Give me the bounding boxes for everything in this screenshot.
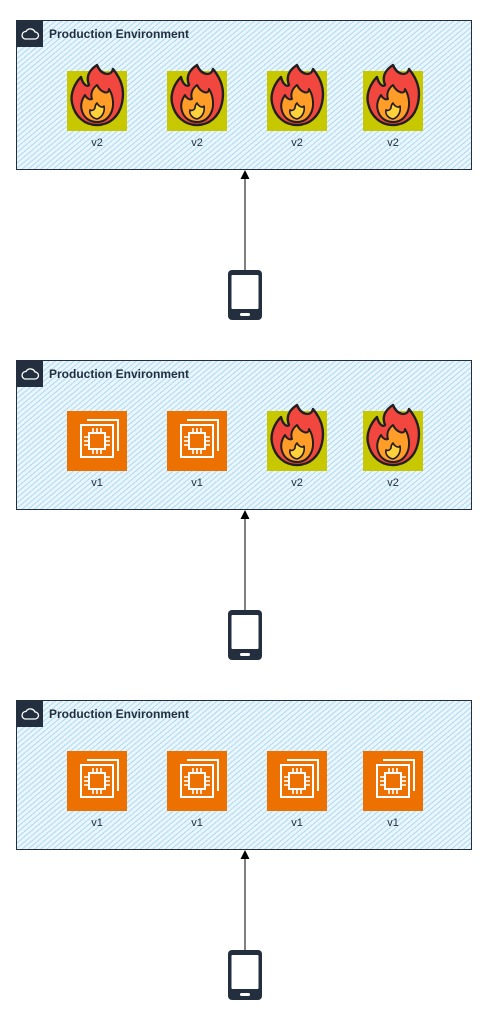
ec2-instance-icon [267, 751, 327, 811]
cloud-icon [17, 21, 43, 47]
ec2-instance-icon [67, 411, 127, 471]
fire-icon [170, 63, 225, 127]
fire-icon [270, 63, 325, 127]
ec2-instance-icon [167, 751, 227, 811]
instance-v2-burning[interactable] [363, 403, 423, 471]
environment-title: Production Environment [49, 27, 190, 41]
instance-version-label: v1 [191, 817, 203, 829]
instance-version-label: v2 [387, 477, 399, 489]
instance-v2-burning[interactable] [267, 403, 327, 471]
instance-v1[interactable] [67, 411, 127, 471]
instance-v1[interactable] [167, 411, 227, 471]
instance-v1[interactable] [167, 751, 227, 811]
mobile-phone-icon [228, 950, 262, 1000]
instance-version-label: v1 [91, 817, 103, 829]
instance-version-label: v1 [91, 477, 103, 489]
production-environment-group: Production Environment v1 [16, 700, 472, 850]
mobile-phone-icon [228, 270, 262, 320]
environment-title: Production Environment [49, 367, 190, 381]
instance-version-label: v1 [191, 477, 203, 489]
instance-v1[interactable] [363, 751, 423, 811]
ec2-instance-icon [167, 411, 227, 471]
instance-version-label: v1 [291, 817, 303, 829]
instance-v2-burning[interactable] [267, 63, 327, 131]
instance-v1[interactable] [267, 751, 327, 811]
instance-version-label: v2 [387, 137, 399, 149]
instance-v2-burning[interactable] [167, 63, 227, 131]
traffic-arrow [240, 510, 250, 610]
cloud-icon [17, 361, 43, 387]
instance-version-label: v2 [291, 477, 303, 489]
ec2-instance-icon [363, 751, 423, 811]
environment-title: Production Environment [49, 707, 190, 721]
production-environment-group: Production Environment v2 v2 [16, 20, 472, 170]
instance-version-label: v1 [387, 817, 399, 829]
cloud-icon [17, 701, 43, 727]
traffic-arrow [240, 170, 250, 270]
instance-version-label: v2 [291, 137, 303, 149]
instance-version-label: v2 [191, 137, 203, 149]
fire-icon [270, 403, 325, 467]
production-environment-group: Production Environment v1 [16, 360, 472, 510]
fire-icon [366, 403, 421, 467]
fire-icon [366, 63, 421, 127]
instance-v1[interactable] [67, 751, 127, 811]
instance-v2-burning[interactable] [363, 63, 423, 131]
instance-v2-burning[interactable] [67, 63, 127, 131]
ec2-instance-icon [67, 751, 127, 811]
fire-icon [70, 63, 125, 127]
traffic-arrow [240, 850, 250, 950]
mobile-phone-icon [228, 610, 262, 660]
instance-version-label: v2 [91, 137, 103, 149]
